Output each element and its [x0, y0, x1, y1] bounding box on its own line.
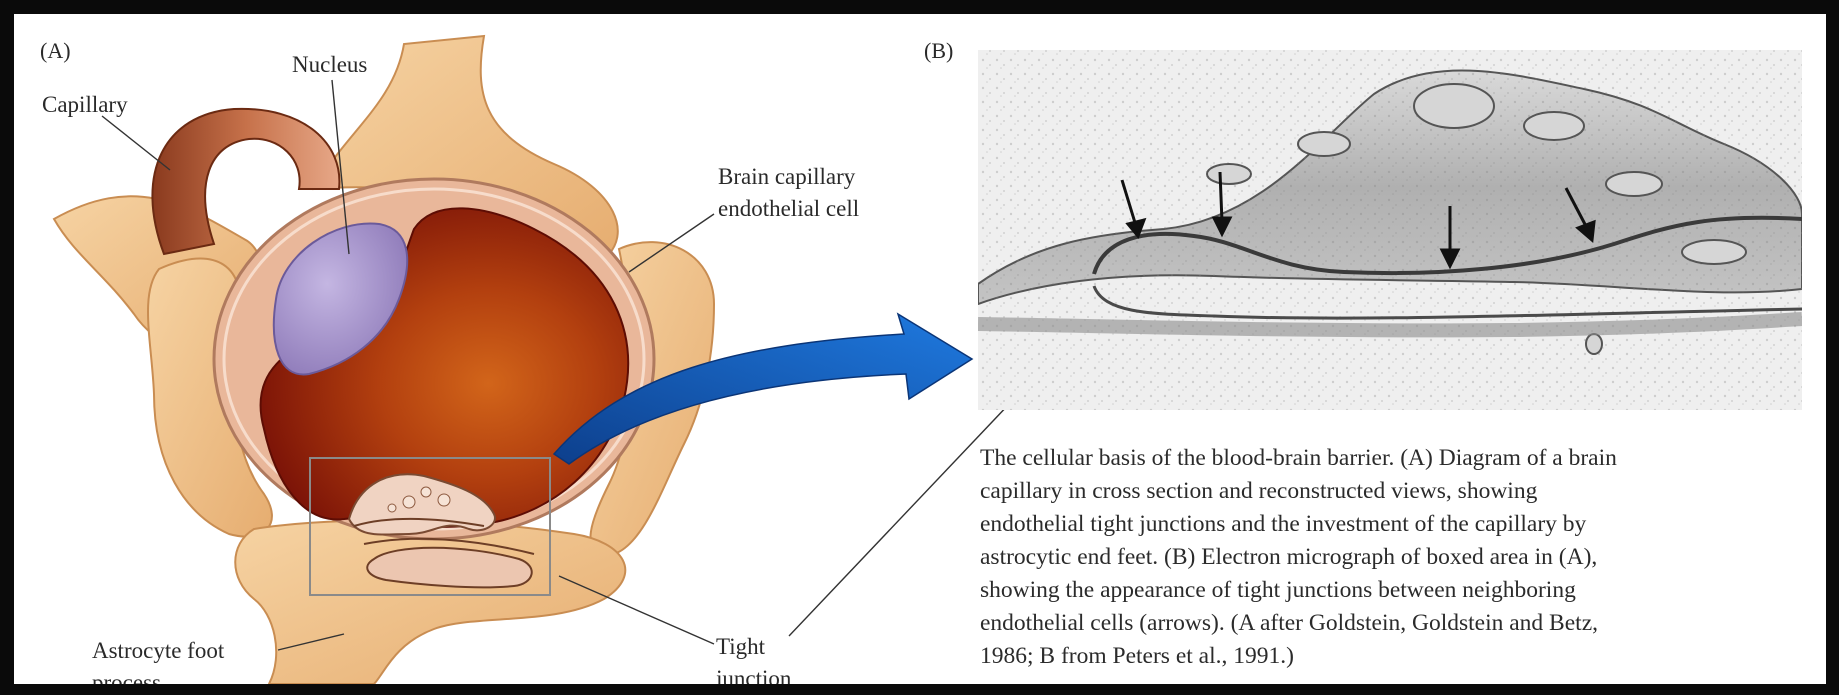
panel-labels: (A) (B)	[40, 38, 953, 63]
organelle	[1586, 334, 1602, 354]
caption-line: endothelial tight junctions and the inve…	[980, 508, 1820, 541]
panel-b-label: (B)	[924, 38, 953, 63]
organelle	[1207, 164, 1251, 184]
electron-micrograph	[978, 50, 1802, 410]
organelle	[1414, 84, 1494, 128]
organelle	[1298, 132, 1350, 156]
endothelial-label-line2: endothelial cell	[718, 196, 859, 221]
panel-a-label: (A)	[40, 38, 71, 63]
vesicle	[388, 504, 396, 512]
tight-junction-leader-a	[559, 576, 714, 644]
caption-line: showing the appearance of tight junction…	[980, 574, 1820, 607]
tight-junction-label-line2: junction	[715, 666, 792, 684]
vesicle	[438, 494, 450, 506]
capillary-label: Capillary	[42, 92, 128, 117]
caption-line: endothelial cells (arrows). (A after Gol…	[980, 607, 1820, 640]
vesicle	[403, 496, 415, 508]
astrocyte-label-line2: process	[92, 670, 161, 684]
capillary-leader	[102, 116, 170, 170]
organelle	[1682, 240, 1746, 264]
endothelial-label-line1: Brain capillary	[718, 164, 856, 189]
caption-line: astrocytic end feet. (B) Electron microg…	[980, 541, 1820, 574]
nucleus-label: Nucleus	[292, 52, 367, 77]
astrocyte-bottom	[235, 520, 625, 684]
organelle	[1524, 112, 1584, 140]
capillary-diagram	[54, 36, 972, 684]
organelle	[1606, 172, 1662, 196]
astrocyte-label-line1: Astrocyte foot	[92, 638, 225, 663]
figure-caption: The cellular basis of the blood-brain ba…	[980, 442, 1820, 673]
caption-line: capillary in cross section and reconstru…	[980, 475, 1820, 508]
caption-line: 1986; B from Peters et al., 1991.)	[980, 640, 1820, 673]
figure-canvas: (A) (B) Nucleus Capillary Brain capillar…	[14, 14, 1826, 684]
tight-junction-label-line1: Tight	[716, 634, 766, 659]
caption-line: The cellular basis of the blood-brain ba…	[980, 442, 1820, 475]
vesicle	[421, 487, 431, 497]
